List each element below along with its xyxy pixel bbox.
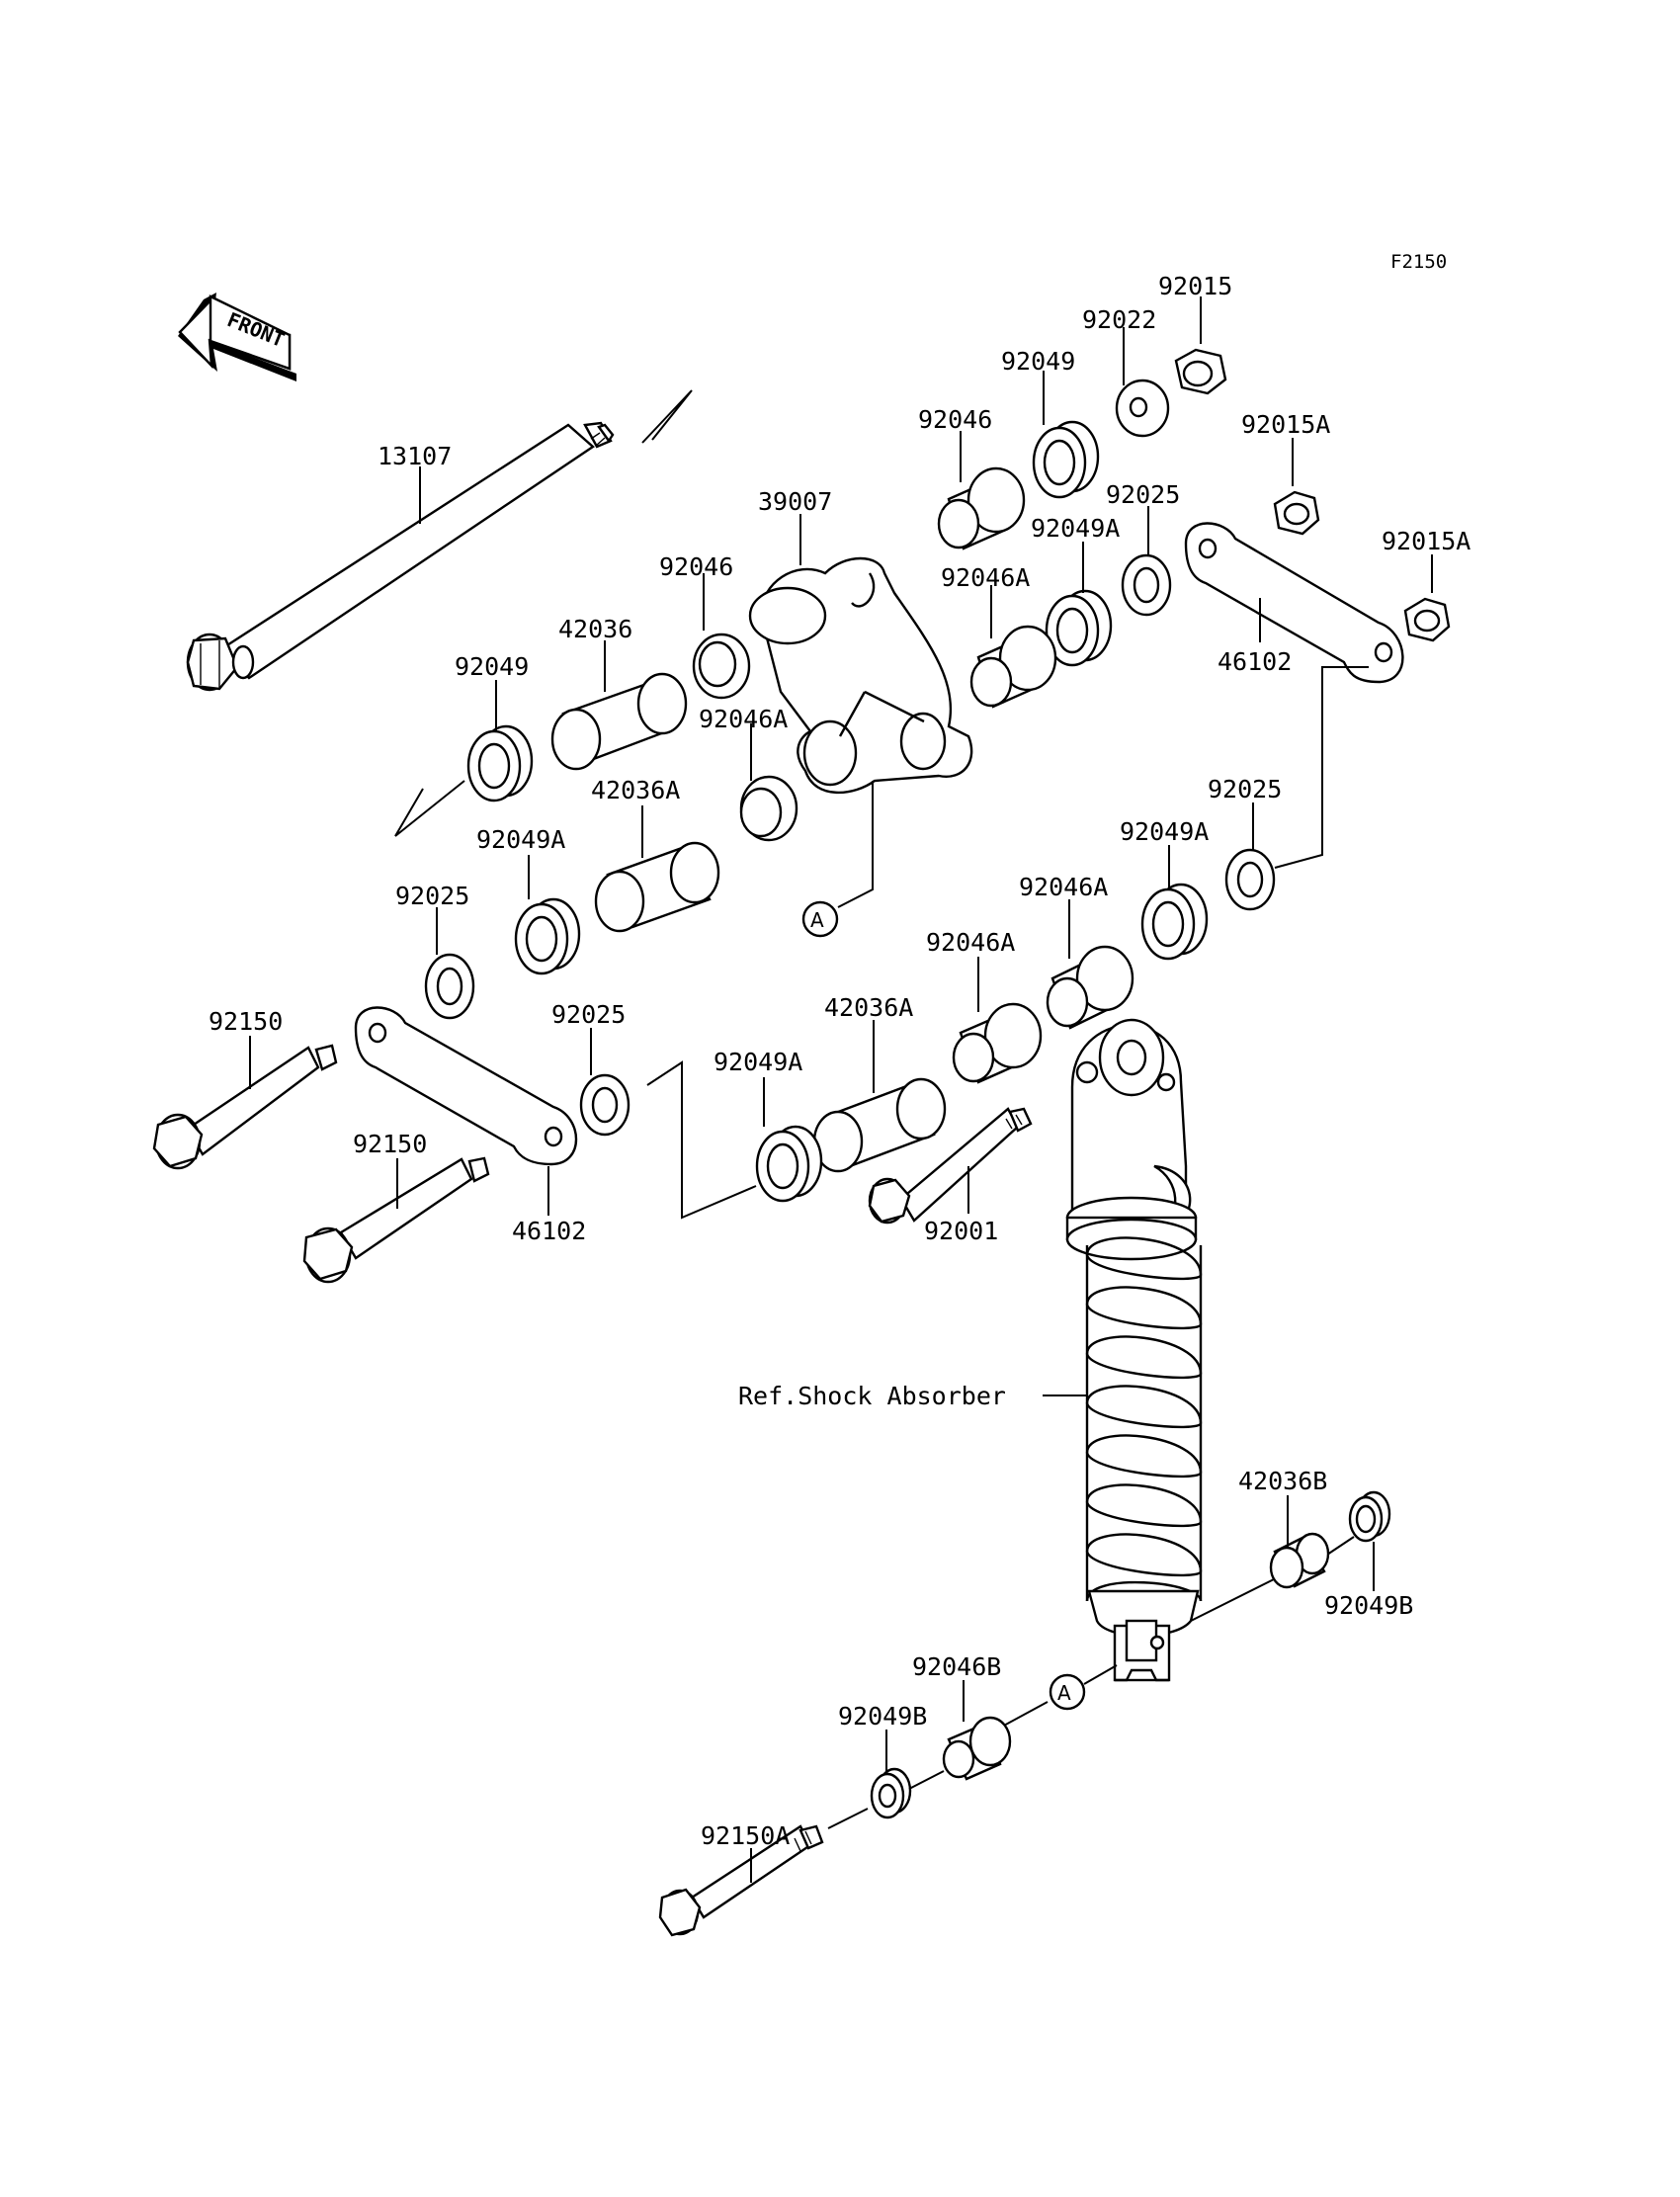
collar-42036 [550, 672, 688, 771]
label-42036A-left: 42036A [591, 776, 680, 804]
label-39007: 39007 [758, 487, 832, 516]
tie-rod-46102-left [354, 1006, 578, 1166]
nut-92015A-right [1403, 597, 1451, 642]
collar-42036A-center [812, 1077, 947, 1173]
collar-42036B [1269, 1532, 1330, 1589]
label-92150-bottom: 92150 [353, 1130, 427, 1158]
label-92049A-top: 92049A [1031, 514, 1120, 543]
label-92046-left: 92046 [659, 552, 733, 581]
seal-92049A-center [755, 1125, 823, 1203]
label-92046A-top: 92046A [941, 563, 1030, 592]
figure-code: F2150 [1390, 251, 1447, 273]
nut-92015A-mid [1273, 490, 1320, 536]
label-ref-shock-absorber: Ref.Shock Absorber [738, 1382, 1006, 1410]
shaft-13107 [186, 421, 615, 692]
bearing-92046A-top [969, 625, 1057, 709]
label-92046A-right: 92046A [1019, 873, 1108, 901]
washer-92025-center [579, 1073, 630, 1137]
label-92025-left: 92025 [395, 882, 469, 910]
seal-92049A-left [514, 897, 581, 975]
label-92025-top: 92025 [1106, 480, 1180, 509]
washer-92025-top [1121, 553, 1172, 617]
label-92025-center: 92025 [551, 1000, 626, 1029]
tie-rod-46102-right [1184, 522, 1404, 684]
label-92049-top: 92049 [1001, 347, 1075, 376]
callout-a-lower [1049, 1673, 1086, 1711]
svg-text:A: A [810, 908, 824, 932]
label-92025-right: 92025 [1208, 775, 1282, 803]
bearing-92046-top [937, 466, 1026, 550]
label-92046A-left: 92046A [699, 705, 788, 733]
collar-42036A-left [594, 841, 720, 933]
nut-92015 [1174, 348, 1227, 395]
label-92001: 92001 [924, 1217, 998, 1245]
bolt-92150-bottom [302, 1156, 490, 1284]
seal-92049A-top [1045, 589, 1113, 667]
label-92022: 92022 [1082, 305, 1156, 334]
washer-92022 [1115, 379, 1170, 438]
label-13107: 13107 [378, 442, 452, 470]
seal-92049A-right [1140, 883, 1209, 961]
label-92049B-left: 92049B [838, 1702, 927, 1731]
label-92150-top: 92150 [209, 1007, 283, 1036]
label-92046B: 92046B [912, 1652, 1001, 1681]
bearing-92046A-left [739, 775, 798, 842]
seal-92049-left [466, 724, 534, 803]
label-92046A-center: 92046A [926, 928, 1015, 957]
callout-a-upper [801, 900, 839, 938]
seal-92049B-left [870, 1767, 912, 1819]
label-92015A-right: 92015A [1382, 527, 1470, 555]
svg-text:A: A [1057, 1681, 1071, 1705]
label-46102-right: 46102 [1218, 647, 1292, 676]
bolt-92001 [868, 1107, 1033, 1225]
shock-absorber [1065, 1018, 1203, 1682]
label-92046-top: 92046 [918, 405, 992, 434]
label-92049A-center: 92049A [714, 1048, 802, 1076]
seal-92049-top [1032, 420, 1100, 499]
label-92049A-left: 92049A [476, 825, 565, 854]
label-46102-left: 46102 [512, 1217, 586, 1245]
rocker-arm-39007 [748, 556, 973, 795]
bolt-92150-top [152, 1044, 338, 1170]
label-42036A-center: 42036A [824, 993, 913, 1022]
bearing-92046A-center [952, 1002, 1043, 1084]
label-92015: 92015 [1158, 272, 1232, 300]
seal-92049B-right [1348, 1490, 1391, 1543]
label-92150A: 92150A [701, 1821, 790, 1850]
washer-92025-right [1224, 848, 1276, 911]
label-92049B-right: 92049B [1324, 1591, 1413, 1620]
bearing-92046A-right [1046, 945, 1134, 1030]
label-42036: 42036 [558, 615, 632, 643]
washer-92025-left [424, 953, 475, 1020]
label-42036B: 42036B [1238, 1467, 1327, 1495]
bearing-92046B [942, 1716, 1012, 1781]
label-92049-left: 92049 [455, 652, 529, 681]
bearing-92046-left [692, 633, 751, 700]
label-92049A-right: 92049A [1120, 817, 1209, 846]
front-direction-arrow-icon: FRONT [178, 293, 296, 381]
label-92015A-mid: 92015A [1241, 410, 1330, 439]
